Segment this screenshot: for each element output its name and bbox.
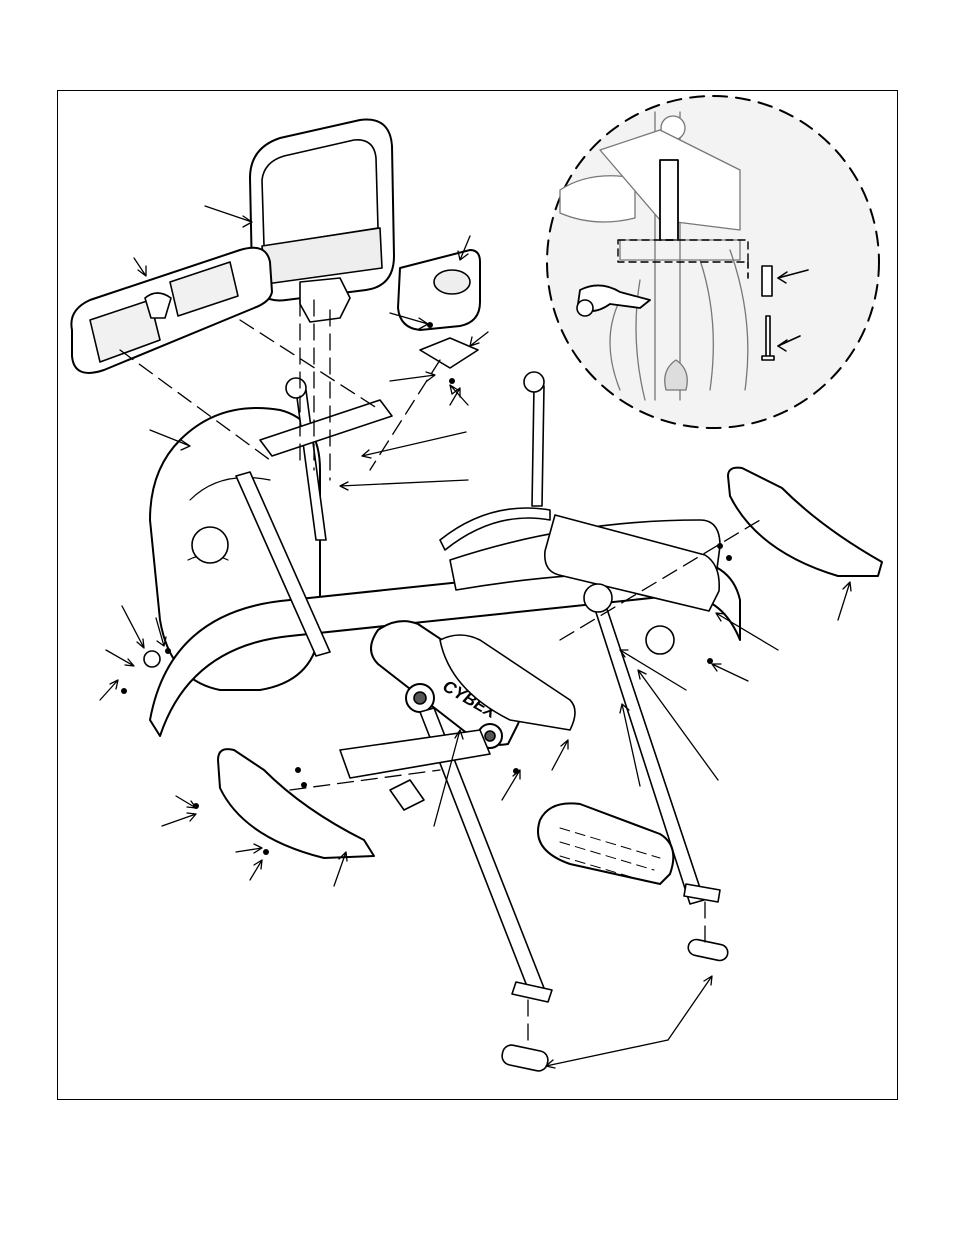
detail-inset: [546, 95, 880, 429]
foot-pads: [501, 938, 729, 1072]
lower-covers: [217, 466, 883, 859]
callouts: [99, 205, 852, 1069]
moving-handles: [235, 371, 551, 657]
diagram-frame: [57, 90, 898, 1100]
crossbar: [259, 399, 393, 457]
cup-holder: [397, 249, 481, 369]
legs: [419, 583, 721, 1003]
console-display: [249, 118, 395, 323]
washer: [143, 650, 161, 668]
pin-part: [761, 315, 775, 361]
accessory-tray: [70, 246, 273, 374]
sleeve-part: [761, 265, 773, 297]
pedals: [339, 729, 675, 885]
